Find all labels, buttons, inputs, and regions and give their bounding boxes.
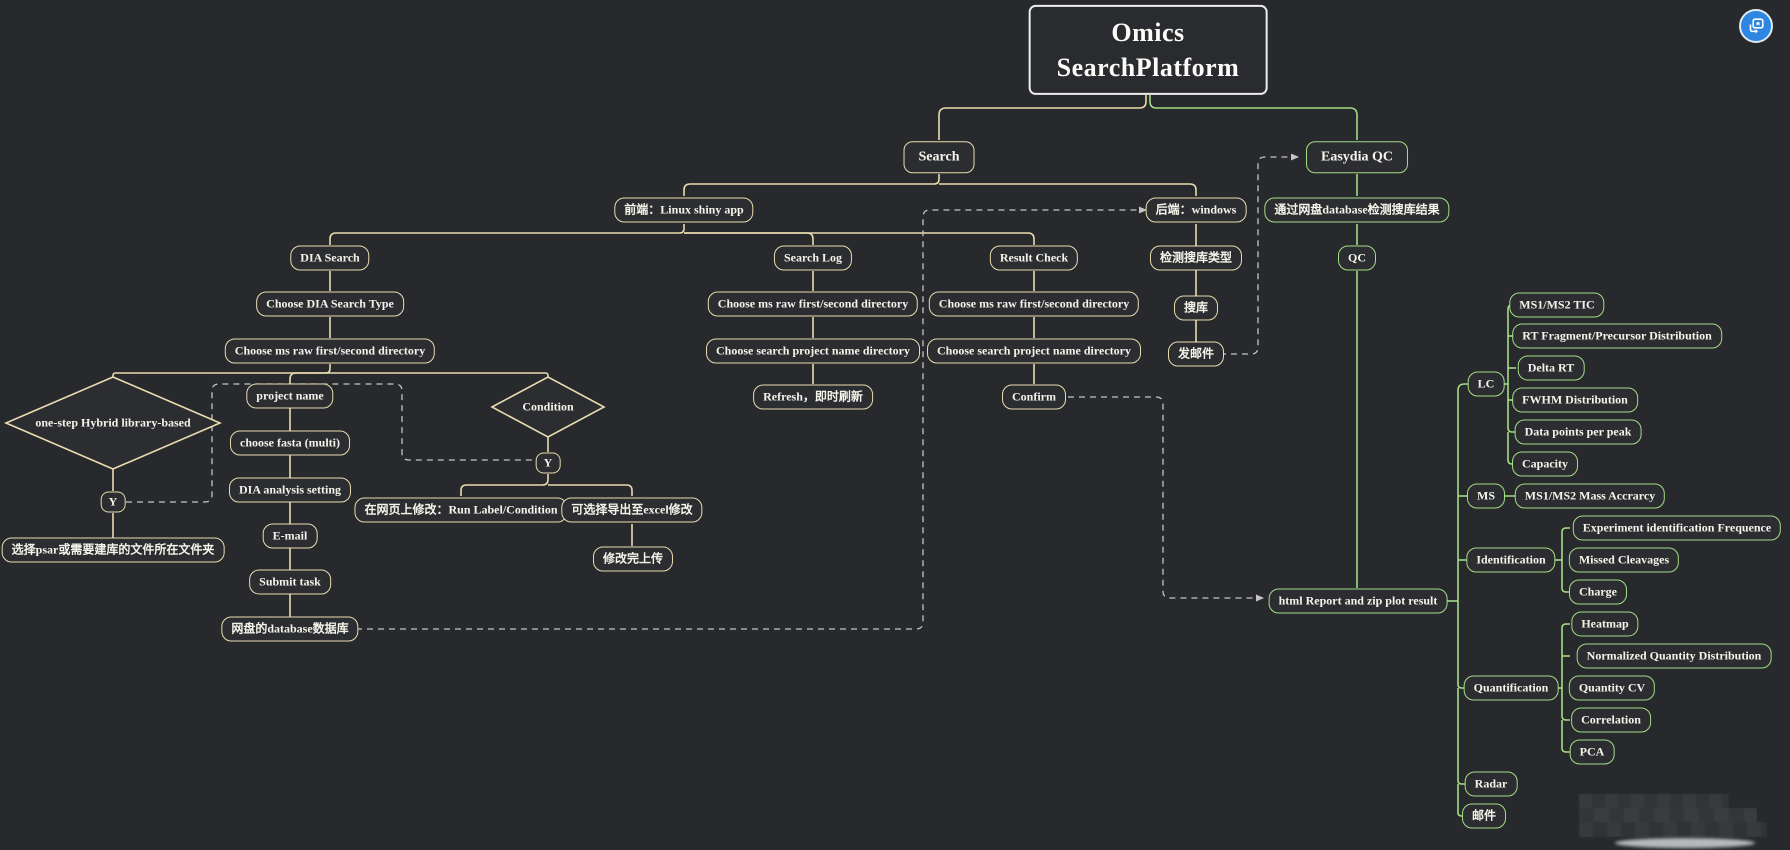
blurred-watermark — [1571, 792, 1767, 850]
node-backend[interactable]: 后端：windows — [1145, 197, 1247, 223]
node-y-hybrid[interactable]: Y — [100, 491, 126, 513]
node-qc[interactable]: QC — [1338, 245, 1376, 271]
node-title[interactable]: Omics SearchPlatform — [1028, 4, 1268, 96]
node-delta-rt[interactable]: Delta RT — [1517, 355, 1585, 381]
node-search-log[interactable]: Search Log — [773, 245, 853, 271]
node-souku[interactable]: 搜库 — [1173, 295, 1219, 321]
watermark-blur-row — [1579, 822, 1767, 837]
node-rc-choose-project[interactable]: Choose search project name directory — [927, 338, 1141, 364]
node-dia-analysis-setting[interactable]: DIA analysis setting — [228, 477, 352, 503]
node-condition[interactable]: Condition — [522, 399, 574, 414]
node-qc-via-netdisk[interactable]: 通过网盘database检测搜库结果 — [1264, 197, 1450, 223]
node-y-condition[interactable]: Y — [535, 452, 561, 474]
node-heatmap[interactable]: Heatmap — [1571, 611, 1639, 637]
node-choose-fasta[interactable]: choose fasta (multi) — [230, 430, 350, 456]
node-e-mail[interactable]: E-mail — [262, 523, 318, 549]
node-exp-id-frequence[interactable]: Experiment identification Frequence — [1572, 515, 1782, 541]
node-search[interactable]: Search — [903, 141, 975, 173]
node-one-step-hybrid[interactable]: one-step Hybrid library-based — [35, 415, 191, 430]
node-excel-modify[interactable]: 可选择导出至excel修改 — [561, 497, 703, 523]
watermark-shadow — [1615, 838, 1755, 848]
node-confirm[interactable]: Confirm — [1002, 384, 1066, 410]
node-data-points[interactable]: Data points per peak — [1514, 419, 1642, 445]
node-quantification[interactable]: Quantification — [1463, 675, 1559, 701]
node-rc-choose-ms-raw[interactable]: Choose ms raw first/second directory — [928, 291, 1140, 317]
node-fwhm[interactable]: FWHM Distribution — [1512, 387, 1638, 413]
node-mail[interactable]: 邮件 — [1461, 803, 1507, 829]
watermark-blur-row — [1579, 808, 1757, 823]
node-easydia-qc[interactable]: Easydia QC — [1306, 141, 1408, 173]
node-refresh[interactable]: Refresh，即时刷新 — [753, 384, 873, 410]
node-lc[interactable]: LC — [1467, 371, 1505, 397]
node-choose-psar[interactable]: 选择psar或需要建库的文件所在文件夹 — [1, 537, 225, 563]
node-dia-search[interactable]: DIA Search — [290, 245, 370, 271]
picture-save-glyph — [1749, 18, 1764, 34]
node-quantity-cv[interactable]: Quantity CV — [1568, 675, 1656, 701]
node-sl-choose-project[interactable]: Choose search project name directory — [706, 338, 920, 364]
node-sl-choose-ms-raw[interactable]: Choose ms raw first/second directory — [707, 291, 919, 317]
node-normalized-quantity[interactable]: Normalized Quantity Distribution — [1576, 643, 1772, 669]
node-radar[interactable]: Radar — [1464, 771, 1518, 797]
node-dia-choose-ms-raw[interactable]: Choose ms raw first/second directory — [224, 338, 436, 364]
node-send-mail[interactable]: 发邮件 — [1167, 341, 1225, 367]
node-correlation[interactable]: Correlation — [1571, 707, 1651, 733]
node-rt-fragment[interactable]: RT Fragment/Precursor Distribution — [1512, 323, 1722, 349]
node-modify-upload[interactable]: 修改完上传 — [592, 546, 674, 572]
node-missed-cleavages[interactable]: Missed Cleavages — [1568, 547, 1680, 573]
node-project-name[interactable]: project name — [246, 383, 334, 409]
node-capacity[interactable]: Capacity — [1512, 451, 1578, 477]
node-result-check[interactable]: Result Check — [989, 245, 1079, 271]
node-detect-search-type[interactable]: 检测搜库类型 — [1149, 245, 1243, 271]
node-ms1-ms2-tic[interactable]: MS1/MS2 TIC — [1509, 292, 1605, 318]
node-frontend[interactable]: 前端：Linux shiny app — [614, 197, 754, 223]
node-ms[interactable]: MS — [1467, 483, 1505, 509]
node-charge[interactable]: Charge — [1569, 579, 1627, 605]
node-submit-task[interactable]: Submit task — [249, 569, 331, 595]
node-pca[interactable]: PCA — [1569, 739, 1615, 765]
node-choose-dia-type[interactable]: Choose DIA Search Type — [256, 291, 404, 317]
node-web-modify[interactable]: 在网页上修改：Run Label/Condition — [354, 497, 568, 523]
watermark-blur-row — [1579, 794, 1729, 809]
node-mass-accuracy[interactable]: MS1/MS2 Mass Accrarcy — [1514, 483, 1666, 509]
save-image-badge-icon[interactable] — [1739, 9, 1773, 43]
node-html-report[interactable]: html Report and zip plot result — [1268, 588, 1448, 614]
node-identification[interactable]: Identification — [1466, 547, 1556, 573]
node-netdisk-database[interactable]: 网盘的database数据库 — [221, 616, 359, 642]
